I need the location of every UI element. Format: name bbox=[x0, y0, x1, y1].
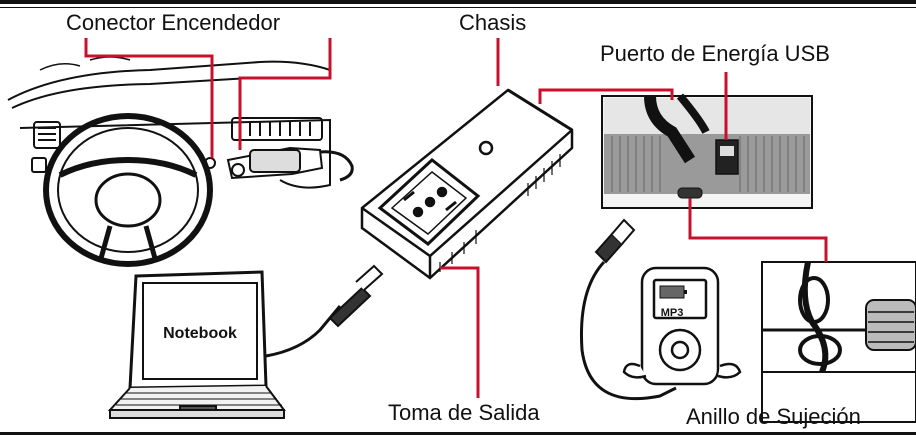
usb-port-photo bbox=[601, 93, 813, 209]
notebook-illustration bbox=[107, 270, 286, 419]
notebook-cable bbox=[265, 264, 384, 358]
ring-detail-photo bbox=[761, 261, 916, 423]
top-border-thin bbox=[0, 7, 916, 8]
label-lighter-connector: Conector Encendedor bbox=[66, 10, 281, 35]
label-holding-ring: Anillo de Sujeción bbox=[686, 404, 861, 429]
bottom-border bbox=[0, 432, 916, 435]
chassis-illustration bbox=[360, 88, 574, 280]
label-output-socket: Toma de Salida bbox=[388, 400, 540, 425]
label-chassis: Chasis bbox=[459, 10, 527, 35]
usb-cable bbox=[580, 218, 677, 401]
top-border bbox=[0, 0, 916, 4]
leader-lines bbox=[84, 38, 828, 398]
mp3-player-illustration bbox=[622, 266, 742, 386]
label-usb-port: Puerto de Energía USB bbox=[600, 41, 830, 66]
car-dashboard-illustration bbox=[7, 56, 354, 267]
notebook-screen-label: Notebook bbox=[163, 325, 237, 342]
mp3-screen-label: MP3 bbox=[661, 307, 684, 319]
